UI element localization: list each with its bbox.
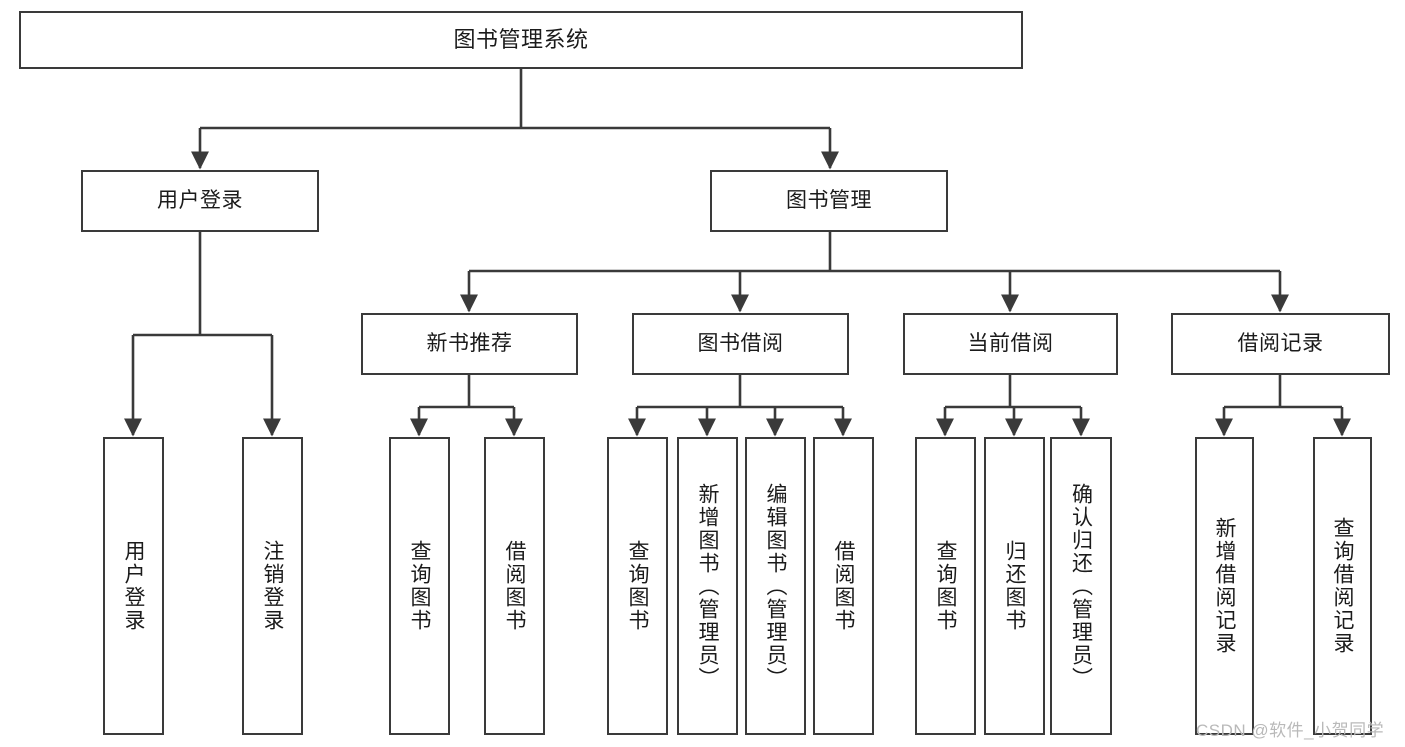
node-leaf-query-book-2-label: 查询图书 <box>626 540 649 632</box>
node-user-login-label: 用户登录 <box>157 188 243 212</box>
node-new-book-recommend-label: 新书推荐 <box>426 331 513 355</box>
node-leaf-add-borrow-record-label: 新增借阅记录 <box>1213 517 1236 655</box>
node-book-manage-label: 图书管理 <box>786 188 872 212</box>
node-leaf-query-borrow-record[interactable]: 查询借阅记录 <box>1313 437 1372 735</box>
node-leaf-return-book[interactable]: 归还图书 <box>984 437 1045 735</box>
node-book-manage[interactable]: 图书管理 <box>710 170 948 232</box>
node-leaf-add-book-admin-label: 新增图书（管理员） <box>696 482 719 690</box>
node-leaf-logout-login-label: 注销登录 <box>261 540 284 632</box>
node-root-label: 图书管理系统 <box>453 27 589 53</box>
node-root[interactable]: 图书管理系统 <box>19 11 1023 69</box>
node-new-book-recommend[interactable]: 新书推荐 <box>361 313 578 375</box>
node-leaf-query-book-2[interactable]: 查询图书 <box>607 437 668 735</box>
node-leaf-add-borrow-record[interactable]: 新增借阅记录 <box>1195 437 1254 735</box>
node-leaf-query-book-1[interactable]: 查询图书 <box>389 437 450 735</box>
node-leaf-query-book-3[interactable]: 查询图书 <box>915 437 976 735</box>
node-book-borrow-label: 图书借阅 <box>697 331 784 355</box>
node-current-borrow[interactable]: 当前借阅 <box>903 313 1118 375</box>
node-borrow-record[interactable]: 借阅记录 <box>1171 313 1390 375</box>
node-current-borrow-label: 当前借阅 <box>967 331 1054 355</box>
node-leaf-user-login-label: 用户登录 <box>122 540 145 632</box>
node-leaf-query-borrow-record-label: 查询借阅记录 <box>1331 517 1354 655</box>
node-leaf-confirm-return-admin[interactable]: 确认归还（管理员） <box>1050 437 1112 735</box>
node-borrow-record-label: 借阅记录 <box>1237 331 1324 355</box>
node-leaf-borrow-book-1-label: 借阅图书 <box>503 540 526 632</box>
node-leaf-borrow-book-2-label: 借阅图书 <box>832 540 855 632</box>
node-leaf-borrow-book-1[interactable]: 借阅图书 <box>484 437 545 735</box>
node-user-login[interactable]: 用户登录 <box>81 170 319 232</box>
node-leaf-borrow-book-2[interactable]: 借阅图书 <box>813 437 874 735</box>
node-leaf-edit-book-admin[interactable]: 编辑图书（管理员） <box>745 437 806 735</box>
node-leaf-return-book-label: 归还图书 <box>1003 540 1026 632</box>
node-leaf-logout-login[interactable]: 注销登录 <box>242 437 303 735</box>
watermark: CSDN @软件_小贺同学 <box>1196 721 1385 740</box>
node-leaf-confirm-return-admin-label: 确认归还（管理员） <box>1069 482 1093 690</box>
node-leaf-add-book-admin[interactable]: 新增图书（管理员） <box>677 437 738 735</box>
node-book-borrow[interactable]: 图书借阅 <box>632 313 849 375</box>
node-leaf-query-book-3-label: 查询图书 <box>934 540 957 632</box>
node-leaf-edit-book-admin-label: 编辑图书（管理员） <box>764 482 787 690</box>
node-leaf-user-login[interactable]: 用户登录 <box>103 437 164 735</box>
node-leaf-query-book-1-label: 查询图书 <box>408 540 431 632</box>
